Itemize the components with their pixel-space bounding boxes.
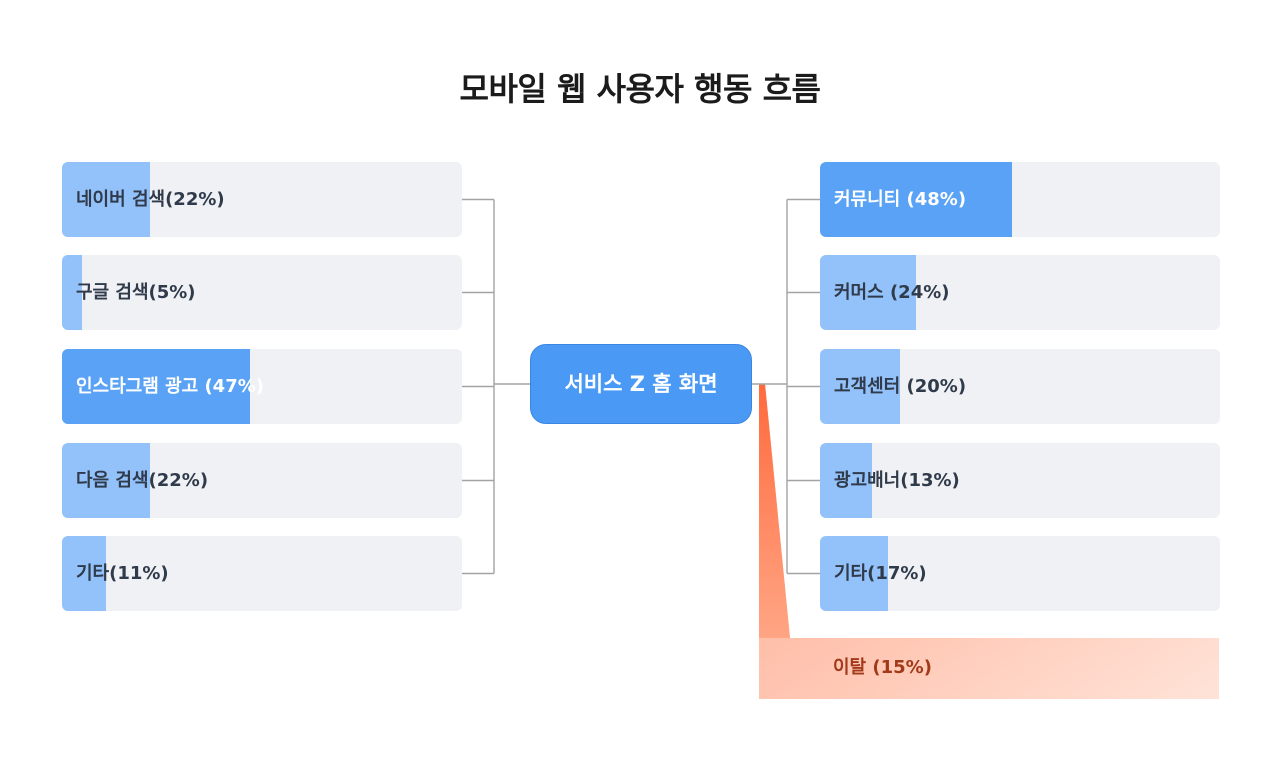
source-item[interactable]: 인스타그램 광고 (47%) (62, 349, 462, 424)
source-item-label: 다음 검색(22%) (76, 470, 209, 491)
destination-item-label: 커뮤니티 (48%) (834, 189, 967, 210)
page-title: 모바일 웹 사용자 행동 흐름 (459, 70, 821, 108)
source-item[interactable]: 네이버 검색(22%) (62, 162, 462, 237)
destination-share-bar (820, 443, 872, 518)
destination-share-bar (820, 536, 888, 611)
churn-label: 이탈 (15%) (833, 657, 932, 678)
destination-share-bar (820, 162, 1012, 237)
destination-item[interactable]: 커뮤니티 (48%) (820, 162, 1220, 237)
source-item[interactable]: 다음 검색(22%) (62, 443, 462, 518)
source-share-bar (62, 162, 150, 237)
source-share-bar (62, 255, 82, 330)
source-share-bar (62, 443, 150, 518)
destination-item-label: 커머스 (24%) (834, 282, 950, 303)
destination-item[interactable]: 광고배너(13%) (820, 443, 1220, 518)
source-item[interactable]: 구글 검색(5%) (62, 255, 462, 330)
hub-node[interactable]: 서비스 Z 홈 화면 (530, 344, 752, 424)
destination-item[interactable]: 커머스 (24%) (820, 255, 1220, 330)
destination-share-bar (820, 349, 900, 424)
destination-share-bar (820, 255, 916, 330)
source-item-label: 네이버 검색(22%) (76, 189, 225, 210)
destination-item-label: 기타(17%) (834, 563, 927, 584)
source-item-label: 인스타그램 광고 (47%) (76, 376, 264, 397)
churn-flow-band (759, 384, 1219, 699)
source-item[interactable]: 기타(11%) (62, 536, 462, 611)
source-share-bar (62, 349, 250, 424)
destination-item[interactable]: 고객센터 (20%) (820, 349, 1220, 424)
destination-item-label: 고객센터 (20%) (834, 376, 967, 397)
source-item-label: 기타(11%) (76, 563, 169, 584)
source-item-label: 구글 검색(5%) (76, 282, 196, 303)
source-share-bar (62, 536, 106, 611)
destination-item-label: 광고배너(13%) (834, 470, 960, 491)
destination-item[interactable]: 기타(17%) (820, 536, 1220, 611)
